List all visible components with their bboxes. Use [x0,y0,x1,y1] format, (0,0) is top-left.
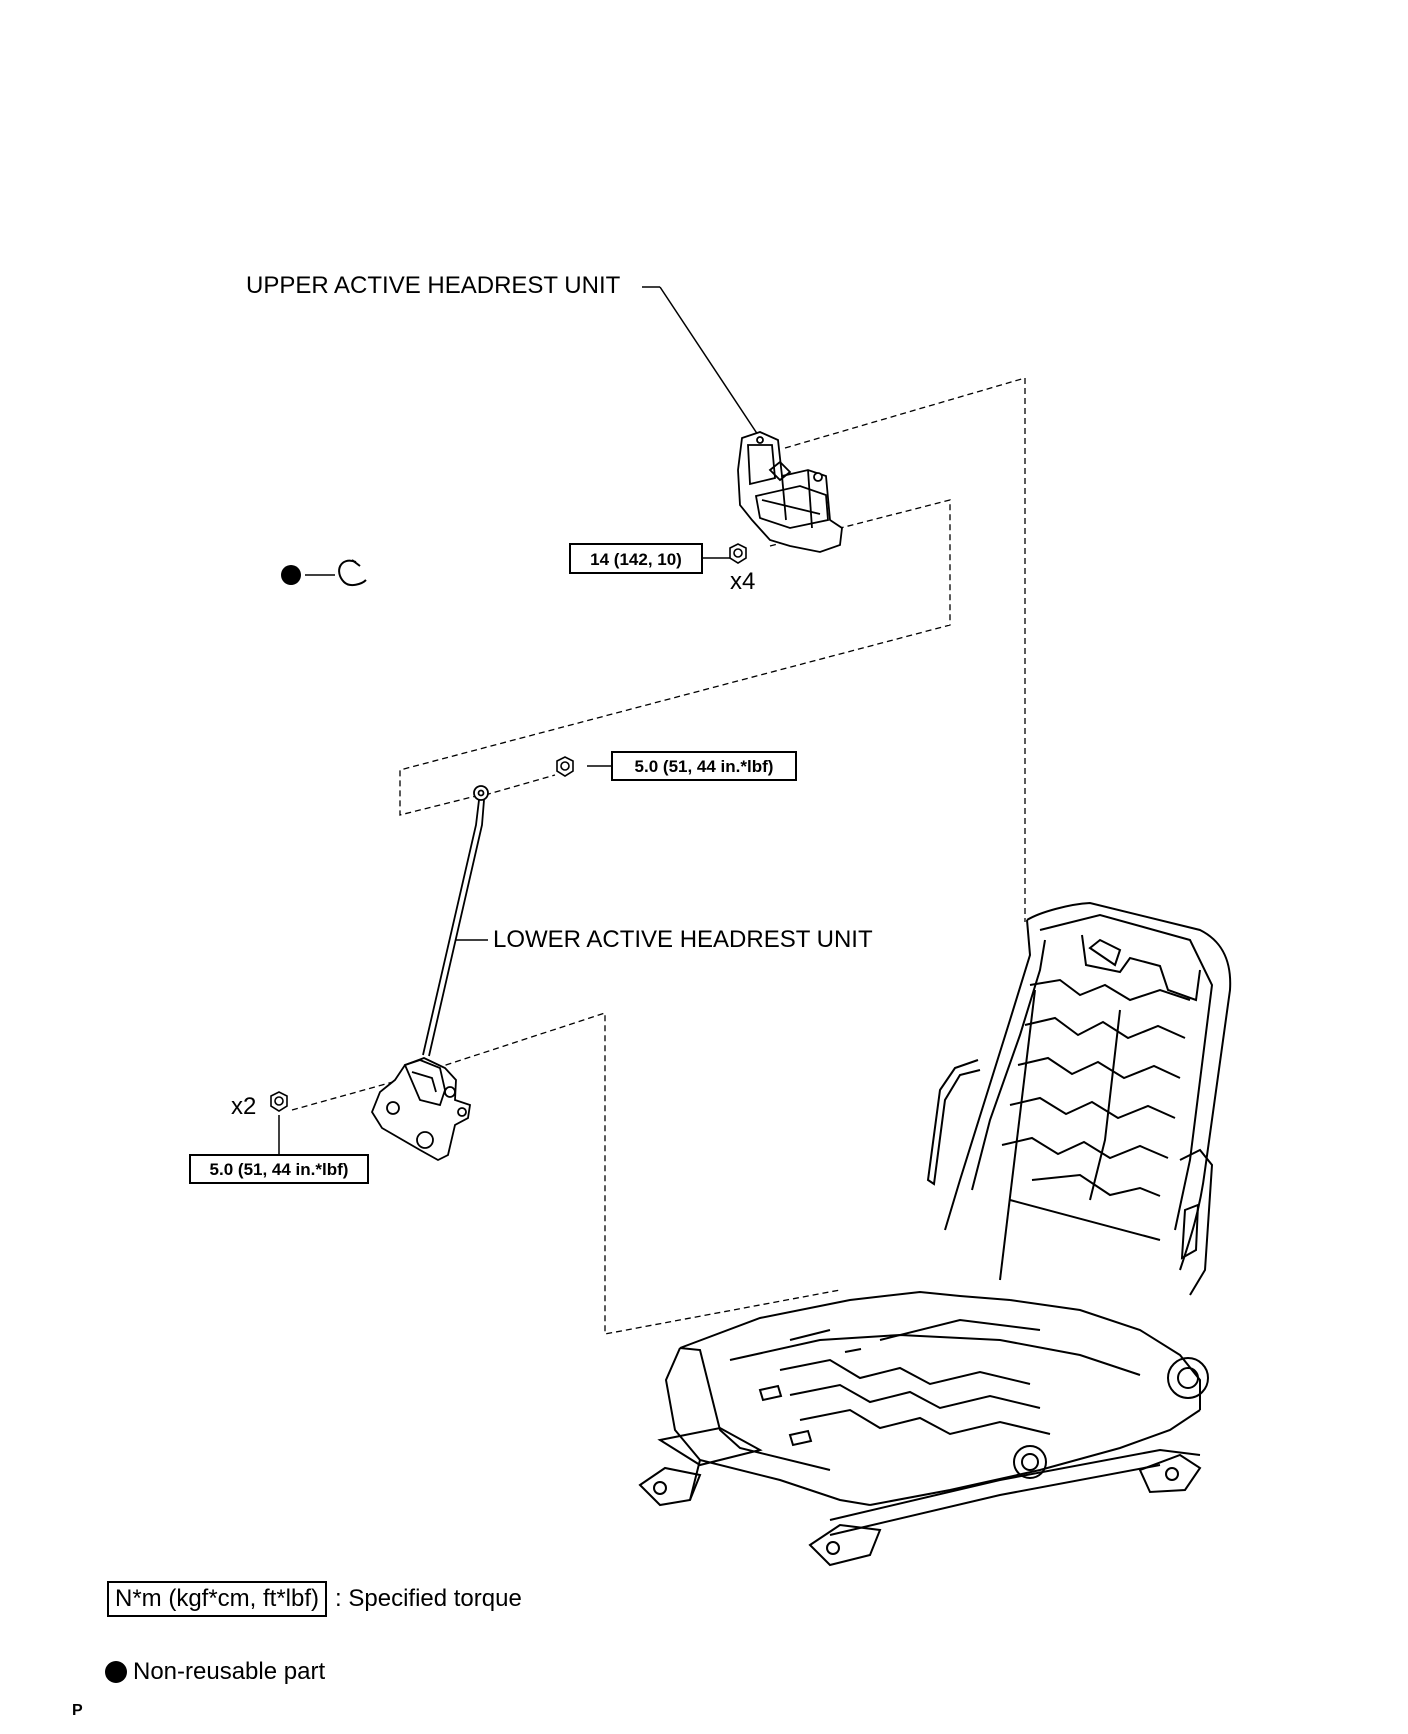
corner-mark: P [72,1702,83,1719]
dashed-guide-lines [291,377,1026,1335]
torque-lower-top-text: 5.0 (51, 44 in.*lbf) [635,757,774,776]
torque-lower-bottom-text: 5.0 (51, 44 in.*lbf) [210,1160,349,1179]
seat-frame-icon [638,901,1232,1567]
nut-icon-lower-top [556,756,574,777]
torque-box-upper: 14 (142, 10) [569,543,703,574]
legend-nonreusable: Non-reusable part [105,1658,325,1686]
torque-box-lower-top: 5.0 (51, 44 in.*lbf) [611,751,797,781]
lower-headrest-unit-icon [370,785,489,1162]
lower-nut-qty: x2 [231,1093,256,1120]
torque-box-lower-bottom: 5.0 (51, 44 in.*lbf) [189,1154,369,1184]
upper-headrest-unit-icon [737,431,843,553]
nut-icon-lower-bottom [270,1091,288,1112]
leader-lines [278,286,761,1155]
upper-unit-label: UPPER ACTIVE HEADREST UNIT [246,272,621,299]
clip-part-nonreusable [281,559,367,587]
legend-torque: N*m (kgf*cm, ft*lbf) : Specified torque [107,1581,522,1617]
nonreusable-dot-icon [281,565,301,585]
nut-icon-upper [729,543,747,564]
legend-torque-box: N*m (kgf*cm, ft*lbf) [107,1581,328,1617]
torque-upper-text: 14 (142, 10) [590,550,682,569]
legend-torque-desc: : Specified torque [335,1585,522,1612]
nonreusable-dot-icon [105,1661,127,1683]
legend-nonreusable-desc: Non-reusable part [133,1658,326,1685]
lower-unit-label: LOWER ACTIVE HEADREST UNIT [493,926,873,953]
upper-nut-qty: x4 [730,568,755,595]
